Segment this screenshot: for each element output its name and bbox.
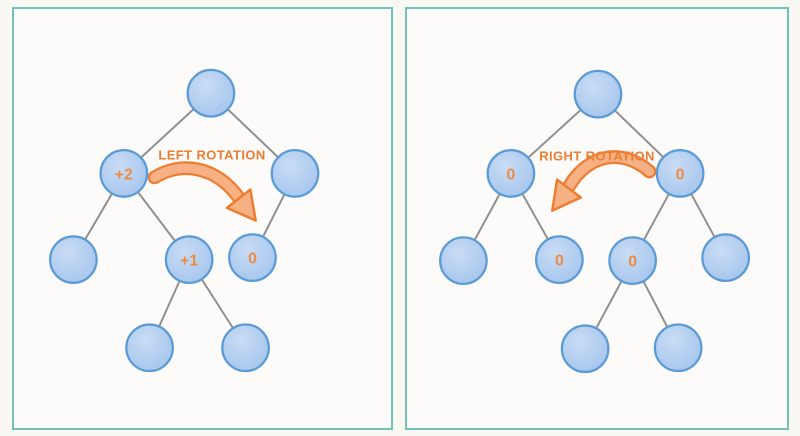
tree-node-label-lr: 0	[555, 253, 564, 270]
right-rotation-panel: 0 0 0 0 RIGHT ROTATION	[405, 7, 789, 430]
tree-node-left-child	[99, 149, 149, 198]
left-rotation-tree-diagram: +2 +1 0	[49, 68, 320, 373]
tree-node-lr	[535, 235, 584, 284]
tree-node-right-child	[655, 149, 705, 198]
tree-node-ll	[49, 235, 98, 284]
tree-node-label-lr: +1	[180, 253, 198, 270]
rotation-arrow-head	[225, 188, 257, 222]
tree-node-label-rl: 0	[248, 251, 257, 268]
tree-node-rl	[228, 233, 277, 283]
tree-node-left-child	[486, 149, 536, 198]
right-rotation-label: RIGHT ROTATION	[539, 148, 655, 164]
tree-node-rr	[701, 233, 751, 283]
tree-node-root	[186, 68, 236, 118]
tree-node-rlr	[653, 323, 703, 373]
rotation-arrow-band	[560, 152, 655, 198]
tree-node-lr	[164, 235, 214, 284]
tree-node-label-rl: 0	[628, 254, 637, 271]
rotation-arrow-band	[149, 163, 246, 205]
tree-node-ll	[439, 236, 488, 285]
tree-node-label-left-child: +2	[115, 166, 133, 183]
tree-node-rl	[608, 236, 657, 285]
tree-node-right-child	[270, 149, 320, 198]
tree-node-lrl	[125, 323, 174, 373]
left-rotation-label: LEFT ROTATION	[158, 147, 266, 163]
tree-node-root	[573, 69, 623, 119]
rotation-arrow-head	[551, 178, 583, 212]
tree-node-label-left-child: 0	[507, 166, 516, 183]
tree-node-lrr	[221, 323, 270, 373]
tree-node-rll	[560, 324, 610, 374]
tree-node-label-right-child: 0	[676, 166, 685, 183]
left-rotation-panel: +2 +1 0 LEFT ROTATION	[12, 7, 393, 430]
right-rotation-tree-diagram: 0 0 0 0	[439, 69, 751, 374]
